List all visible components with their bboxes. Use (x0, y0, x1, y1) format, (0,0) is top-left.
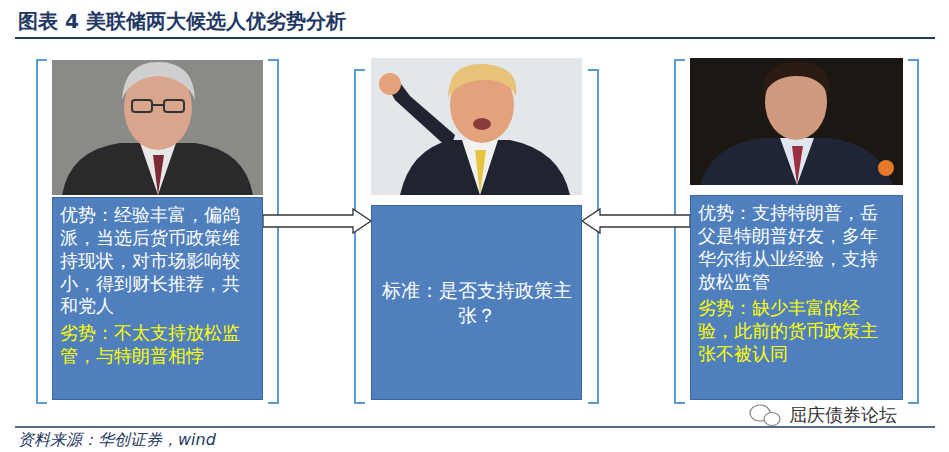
bracket (908, 60, 918, 403)
glasses (132, 100, 184, 112)
bracket-group (37, 60, 918, 403)
figure-title: 图表 4 美联储两大候选人优劣势分析 (18, 8, 346, 35)
portrait-photo (371, 58, 582, 195)
box-text: 标准：是否支持政策主张？ (379, 278, 574, 326)
lens (132, 100, 152, 112)
candidate-box: 标准：是否支持政策主张？ (371, 205, 582, 400)
shirt (462, 140, 498, 195)
hand (379, 73, 401, 95)
suit (700, 138, 893, 185)
photo-ground (52, 60, 263, 195)
photo-ground (371, 58, 582, 195)
photo-ground (690, 58, 903, 185)
portrait-photo (52, 60, 263, 195)
bracket (588, 70, 598, 403)
box-content: 标准：是否支持政策主张？ (379, 278, 574, 326)
suit (62, 143, 253, 195)
hair (763, 62, 830, 96)
weakness-text: 劣势：不太支持放松监管，与特朗普相悖 (60, 322, 255, 368)
candidate-box: 优势：经验丰富，偏鸽派，当选后货币政策维持现状，对市场影响较小，得到财长推荐，共… (52, 197, 263, 400)
mouth (473, 118, 491, 130)
weakness-text: 劣势：缺少丰富的经验，此前的货币政策主张不被认同 (698, 297, 895, 366)
hair (448, 64, 516, 98)
watermark: 屈庆债券论坛 (786, 405, 900, 425)
hollow-arrow (582, 209, 690, 233)
tie (475, 150, 486, 195)
box-text: 优势：经验丰富，偏鸽派，当选后货币政策维持现状，对市场影响较小，得到财长推荐，共… (60, 204, 255, 318)
bracket (675, 60, 685, 403)
source-rule (15, 426, 935, 428)
shirt (780, 138, 814, 185)
channel-logo (878, 160, 894, 176)
shirt (140, 143, 176, 195)
tie (792, 146, 803, 185)
tie (153, 155, 164, 195)
suit (400, 140, 570, 195)
bracket (355, 70, 365, 403)
bridge (152, 104, 164, 106)
source-note: 资料来源：华创证券，wind (18, 430, 216, 451)
box-text: 优势：支持特朗普，岳父是特朗普好友，多年华尔街从业经验，支持放松监管 (698, 202, 895, 293)
box-content: 优势：经验丰富，偏鸽派，当选后货币政策维持现状，对市场影响较小，得到财长推荐，共… (60, 204, 255, 368)
hollow-arrow (263, 209, 371, 233)
bracket (268, 60, 278, 403)
box-content: 优势：支持特朗普，岳父是特朗普好友，多年华尔街从业经验，支持放松监管劣势：缺少丰… (698, 202, 895, 366)
bracket (37, 60, 47, 403)
lens (164, 100, 184, 112)
hair (122, 62, 195, 100)
candidate-box: 优势：支持特朗普，岳父是特朗普好友，多年华尔街从业经验，支持放松监管劣势：缺少丰… (690, 195, 903, 400)
bubble (764, 413, 780, 426)
portrait-photo (690, 58, 903, 185)
wechat-icon (750, 405, 780, 426)
title-rule (15, 37, 935, 39)
